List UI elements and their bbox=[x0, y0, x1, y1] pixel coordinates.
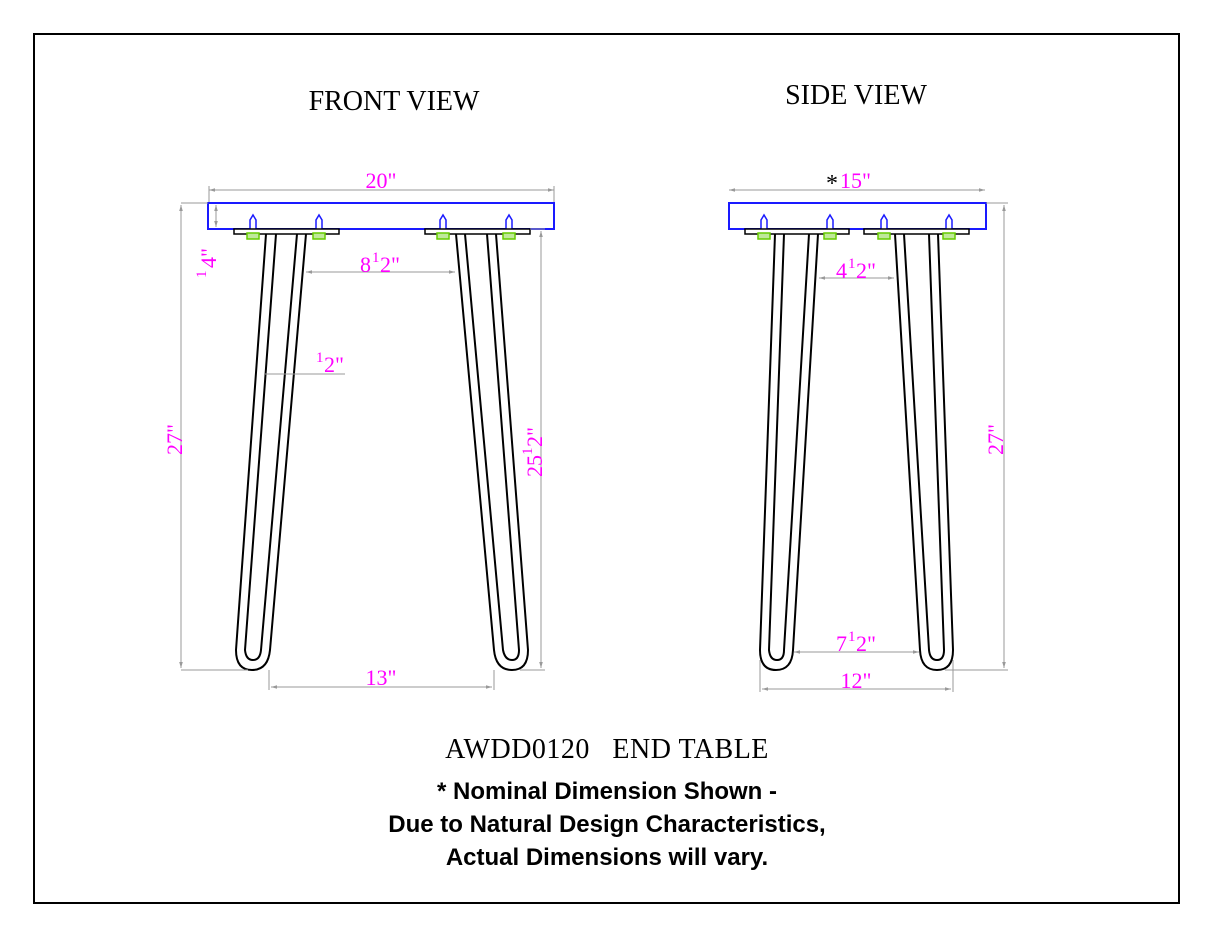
svg-text:1: 1 bbox=[848, 629, 856, 645]
front-tabletop bbox=[207, 202, 555, 230]
front-left-leg bbox=[234, 233, 307, 672]
svg-text:2": 2" bbox=[856, 631, 876, 656]
front-view-title: FRONT VIEW bbox=[309, 86, 480, 117]
front-view: 20" 1 bbox=[162, 168, 555, 690]
side-foot-inner-dimension: 7 1 2" bbox=[836, 629, 876, 656]
note-line-2: Due to Natural Design Characteristics, bbox=[388, 811, 826, 838]
front-top-thickness-dimension: 4" bbox=[196, 248, 221, 268]
front-leg-height-dimension: 25 1 2" bbox=[520, 427, 547, 477]
side-foot-span-dimension: 12" bbox=[841, 668, 872, 693]
side-right-leg bbox=[894, 233, 955, 672]
front-overall-height-dimension: 27" bbox=[162, 424, 187, 455]
bolt-icons bbox=[249, 213, 513, 229]
svg-text:25: 25 bbox=[522, 455, 547, 477]
front-foot-span-dimension: 13" bbox=[366, 665, 397, 690]
nut-icons bbox=[246, 232, 516, 240]
svg-text:2": 2" bbox=[522, 427, 547, 447]
svg-text:1: 1 bbox=[372, 250, 380, 266]
side-tabletop bbox=[728, 202, 987, 230]
front-rod-diameter-dimension: 1 2" bbox=[316, 350, 344, 377]
side-left-leg bbox=[758, 233, 819, 672]
drawing-border bbox=[33, 33, 1180, 904]
front-width-dimension: 20" bbox=[366, 168, 397, 193]
svg-text:2": 2" bbox=[380, 252, 400, 277]
side-depth-dimension: 15" bbox=[840, 168, 871, 193]
svg-text:8: 8 bbox=[360, 252, 371, 277]
svg-text:2": 2" bbox=[324, 352, 344, 377]
side-inner-gap-dimension: 4 1 2" bbox=[836, 256, 876, 283]
svg-text:1: 1 bbox=[848, 256, 856, 272]
front-right-leg bbox=[455, 233, 530, 672]
svg-text:7: 7 bbox=[836, 631, 847, 656]
note-line-1: * Nominal Dimension Shown - bbox=[436, 778, 778, 805]
svg-text:4: 4 bbox=[836, 258, 847, 283]
note-line-3: Actual Dimensions will vary. bbox=[445, 844, 769, 871]
svg-text:2": 2" bbox=[856, 258, 876, 283]
side-view: * 15" 4 1 2" bbox=[728, 168, 1008, 693]
product-label: AWDD0120 END TABLE bbox=[445, 734, 769, 765]
asterisk-marker: * bbox=[826, 171, 838, 197]
svg-text:1: 1 bbox=[316, 350, 324, 366]
svg-text:1: 1 bbox=[520, 448, 536, 456]
side-overall-height-dimension: 27" bbox=[983, 424, 1008, 455]
side-view-title: SIDE VIEW bbox=[785, 80, 927, 111]
front-inner-gap-dimension: 8 1 2" bbox=[360, 250, 400, 277]
svg-text:1: 1 bbox=[194, 271, 210, 279]
